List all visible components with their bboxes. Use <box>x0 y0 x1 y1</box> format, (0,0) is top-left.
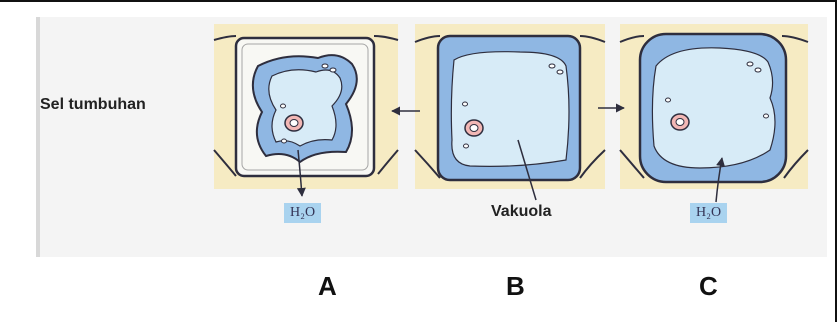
cell-c <box>620 24 808 202</box>
h2o-label-a: H₂O <box>284 203 321 223</box>
letter-a: A <box>318 271 337 302</box>
row-label: Sel tumbuhan <box>40 96 146 114</box>
cell-b <box>415 24 605 200</box>
letter-c: C <box>699 271 718 302</box>
vakuola-label: Vakuola <box>491 203 551 221</box>
letter-b: B <box>506 271 525 302</box>
cell-a <box>214 24 398 196</box>
h2o-label-c: H₂O <box>690 203 727 223</box>
